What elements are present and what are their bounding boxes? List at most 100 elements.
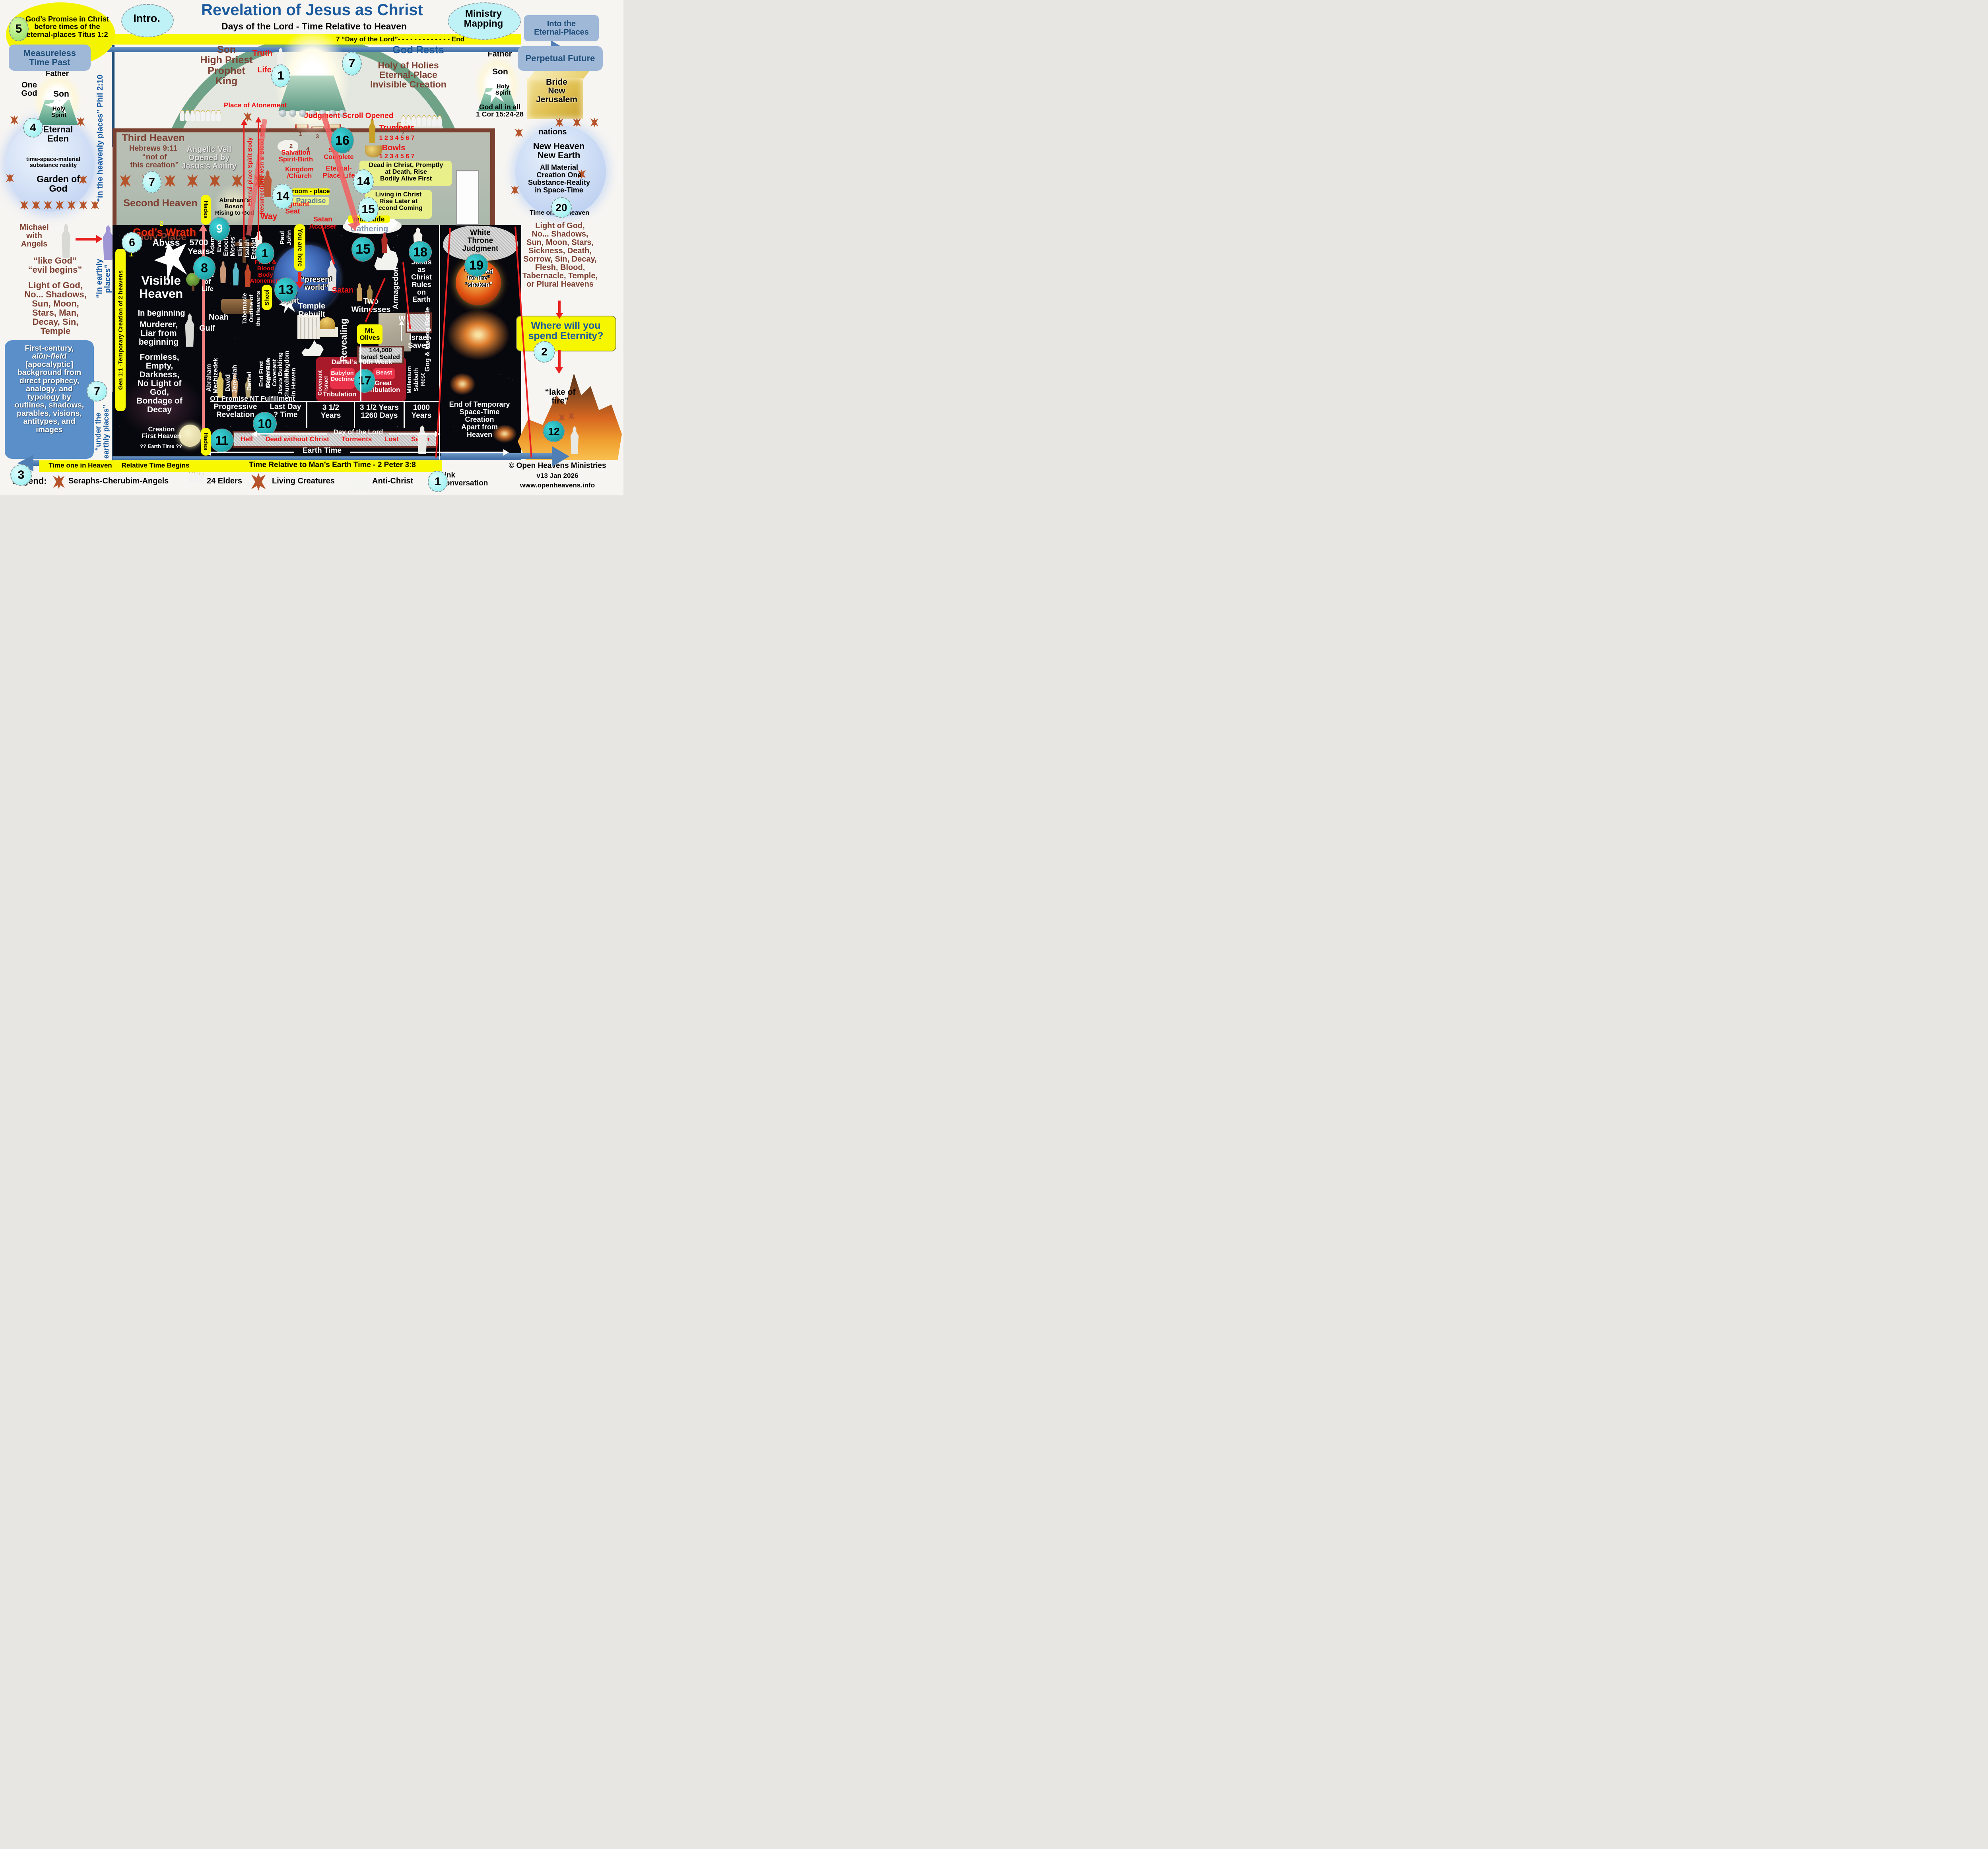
elder-figure bbox=[216, 111, 221, 121]
trumpets: Trumpets bbox=[379, 124, 415, 132]
elder-figure bbox=[427, 116, 431, 126]
eternity-arrow-top-head bbox=[556, 313, 563, 319]
ascension-arrow-2 bbox=[258, 122, 259, 240]
badge-8: 8 bbox=[193, 256, 215, 280]
years-1000: 1000 Years bbox=[411, 404, 432, 420]
torments-label: Torments bbox=[342, 435, 372, 443]
millenium-2: Sabbath bbox=[413, 368, 419, 392]
badge-14-num: 14 bbox=[276, 190, 289, 203]
father-left: Father bbox=[45, 70, 69, 78]
eternal-eden: Eternal Eden bbox=[43, 124, 73, 144]
badge-15-living: 15 bbox=[358, 197, 379, 222]
son-high-priest: Son High Priest Prophet King bbox=[200, 44, 253, 87]
elder-figure bbox=[206, 111, 210, 121]
covenant-col-4: Church/Kingdom bbox=[283, 351, 290, 399]
salvation: Salvation Spirit-Birth bbox=[278, 149, 313, 163]
michael-angel-figure bbox=[62, 223, 70, 258]
elder-figure bbox=[180, 111, 184, 121]
elders-row-right bbox=[401, 116, 442, 128]
lampstand-mantle bbox=[278, 76, 346, 111]
right-no-list: Light of God, No... Shadows, Sun, Moon, … bbox=[522, 221, 598, 289]
badge-20: 20 bbox=[551, 197, 572, 218]
subtitle: Days of the Lord - Time Relative to Heav… bbox=[221, 21, 407, 31]
scroll-1: 1 bbox=[299, 131, 303, 138]
badge-6: 6 bbox=[122, 232, 142, 253]
eden-seraph-row bbox=[20, 200, 99, 210]
badge-2-num: 2 bbox=[541, 345, 547, 358]
badge-1-num: 1 bbox=[435, 475, 441, 487]
babylon-box bbox=[330, 368, 355, 389]
ministry-label: Ministry Mapping bbox=[464, 8, 503, 29]
tabernacle-outline-2: Outline of bbox=[248, 295, 255, 322]
under-earthly-vertical: “under the earthly places” bbox=[94, 404, 111, 459]
prophet-figure bbox=[245, 377, 251, 398]
name-moses: Moses bbox=[229, 237, 236, 256]
earthly-places-vertical: “in earthly places” bbox=[95, 259, 112, 298]
badge-13: 13 bbox=[274, 277, 297, 302]
tsm: time-space-material substance reality bbox=[26, 156, 81, 169]
aion-line1: First-century, bbox=[25, 344, 74, 353]
measureless-label: Measureless Time Past bbox=[23, 48, 76, 67]
name-john: John bbox=[286, 230, 293, 246]
life: Life bbox=[257, 66, 272, 74]
intro-label: Intro. bbox=[133, 12, 160, 24]
temple-rebuilt: Temple Rebuilt bbox=[298, 302, 326, 319]
golden-bowl-icon bbox=[365, 146, 382, 157]
seraph-legend-icon bbox=[53, 475, 65, 489]
murderer: Murderer, Liar from beginning bbox=[138, 320, 179, 347]
earth-time-label: Earth Time bbox=[303, 446, 342, 455]
daniels-week-label: Daniel’s 70th Week bbox=[331, 358, 392, 366]
ascent-pink-arrow-head bbox=[199, 224, 208, 231]
elders-row-left bbox=[180, 111, 221, 123]
seraph-icon bbox=[76, 117, 85, 126]
seraph-icon bbox=[164, 174, 176, 188]
sealed-box bbox=[357, 346, 404, 364]
new-heaven-earth: New Heaven New Earth bbox=[533, 141, 585, 161]
badge-14-dead: 14 bbox=[353, 169, 374, 194]
cross-vertical bbox=[243, 237, 246, 263]
into-eternal-box: Into the Eternal-Places bbox=[524, 15, 599, 41]
badge-16: 16 bbox=[331, 127, 354, 153]
hell-label: Hell bbox=[240, 435, 253, 443]
name-paul: Paul bbox=[279, 231, 286, 244]
week-divider bbox=[360, 343, 361, 402]
gen-label: Gen 1:1 -Temporary Creation of 2 heavens bbox=[117, 270, 124, 390]
heaven-door bbox=[456, 170, 479, 225]
badge-7-num: 7 bbox=[94, 385, 100, 397]
judgment-scroll-opened: Judgment Scroll Opened bbox=[304, 112, 394, 120]
new-jerusalem-cube bbox=[527, 78, 583, 119]
version: v13 Jan 2026 bbox=[536, 472, 579, 479]
angel-in-fire-figure bbox=[570, 426, 579, 454]
badge-19: 19 bbox=[464, 254, 488, 277]
gog-magog-vertical: Gog & Magog Battle bbox=[423, 307, 431, 372]
badge-10: 10 bbox=[253, 412, 277, 436]
living-legend: Living Creatures bbox=[272, 477, 335, 485]
bride-new-jerusalem: Bride New Jerusalem bbox=[536, 78, 577, 105]
jesus-seated-figure bbox=[263, 170, 272, 197]
millenium-1: Millenium bbox=[406, 366, 413, 394]
michael-satan-arrow bbox=[76, 238, 96, 241]
one-god: One God bbox=[21, 81, 37, 98]
west-label: W bbox=[398, 314, 406, 322]
badge-18: 18 bbox=[409, 241, 432, 263]
prophet-figure bbox=[233, 262, 239, 285]
you-are-here-pill: You are here bbox=[294, 224, 305, 271]
holy-of-holies: Holy of Holies Eternal-Place Invisible C… bbox=[370, 60, 447, 90]
in-beginning: In beginning bbox=[138, 309, 185, 318]
eternity-arrow-bottom-head bbox=[555, 367, 563, 374]
witness-figure bbox=[356, 283, 363, 301]
jesus-rules: Jesus as Christ Rules on Earth bbox=[411, 258, 432, 304]
elder-figure bbox=[185, 111, 190, 121]
seraph-icon bbox=[120, 174, 131, 188]
lamp-bowl-icon bbox=[299, 110, 306, 117]
hebrews: Hebrews 9:11 bbox=[129, 144, 178, 153]
two-witnesses: Two Witnesses bbox=[351, 297, 391, 314]
badge-5: 5 bbox=[9, 17, 29, 41]
measureless-box: Measureless Time Past bbox=[9, 45, 91, 71]
you-are-here-arrow-head bbox=[296, 282, 304, 289]
beast-label: Beast bbox=[376, 369, 392, 376]
seraphs-legend: Seraphs-Cherubim-Angels bbox=[68, 477, 169, 485]
badge-2: 2 bbox=[534, 341, 555, 363]
badge-7-rests: 7 bbox=[342, 52, 362, 76]
name-daniel: Daniel bbox=[246, 372, 253, 391]
